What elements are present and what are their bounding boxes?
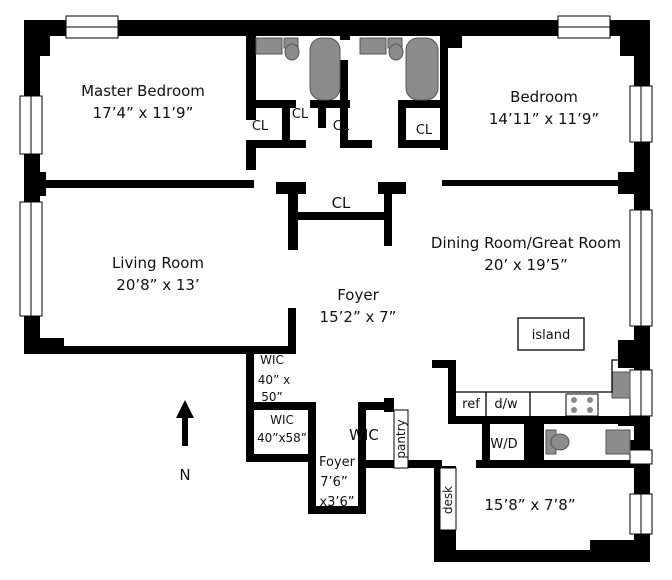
north-arrow-icon (176, 400, 194, 446)
wic-1-name: WIC (260, 353, 284, 367)
stove-icon (565, 393, 599, 417)
back-room-dims: 15’8” x 7’8” (484, 496, 575, 514)
kitchen-counter (456, 359, 626, 416)
wic-2-name: WIC (270, 413, 294, 427)
room-labels: Master Bedroom 17’4” x 11’9” Bedroom 14’… (81, 82, 621, 514)
washer-dryer-label: W/D (490, 437, 517, 452)
ref-label: ref (462, 397, 480, 412)
bedroom-name: Bedroom (510, 88, 578, 106)
foyer-small-dims-1: 7’6” (320, 475, 347, 490)
closet-label: CL (333, 119, 350, 134)
bathroom-fixtures (255, 37, 631, 455)
windows (19, 15, 653, 535)
dishwasher-label: d/w (494, 397, 518, 412)
wic-3-name: WIC (349, 426, 379, 444)
closet-label: CL (416, 123, 433, 138)
wic-1-dims-2: 50” (261, 390, 283, 404)
desk-outline (439, 467, 457, 531)
foyer-small-dims-2: x3’6” (319, 495, 354, 510)
bedroom-dims: 14’11” x 11’9” (489, 110, 599, 128)
compass-label: N (179, 466, 190, 484)
living-room-name: Living Room (112, 254, 204, 272)
island-outline (517, 317, 585, 351)
master-bedroom-dims: 17’4” x 11’9” (93, 104, 194, 122)
pantry-outline (393, 409, 409, 469)
dining-room-name: Dining Room/Great Room (431, 234, 621, 252)
foyer-small-name: Foyer (319, 455, 356, 470)
closet-label: CL (252, 119, 269, 134)
foyer-dims: 15’2” x 7” (320, 308, 397, 326)
closet-label: CL (292, 107, 309, 122)
desk-label: desk (441, 486, 455, 514)
living-room-dims: 20’8” x 13’ (116, 276, 199, 294)
pantry-label: pantry (394, 419, 408, 458)
master-bedroom-name: Master Bedroom (81, 82, 205, 100)
wic-2-dims: 40”x58” (257, 431, 307, 445)
island-label: island (532, 328, 570, 343)
foyer-name: Foyer (337, 286, 379, 304)
closet-label: CL (332, 194, 351, 212)
wic-1-dims-1: 40” x (258, 373, 290, 387)
dining-room-dims: 20’ x 19’5” (484, 256, 567, 274)
